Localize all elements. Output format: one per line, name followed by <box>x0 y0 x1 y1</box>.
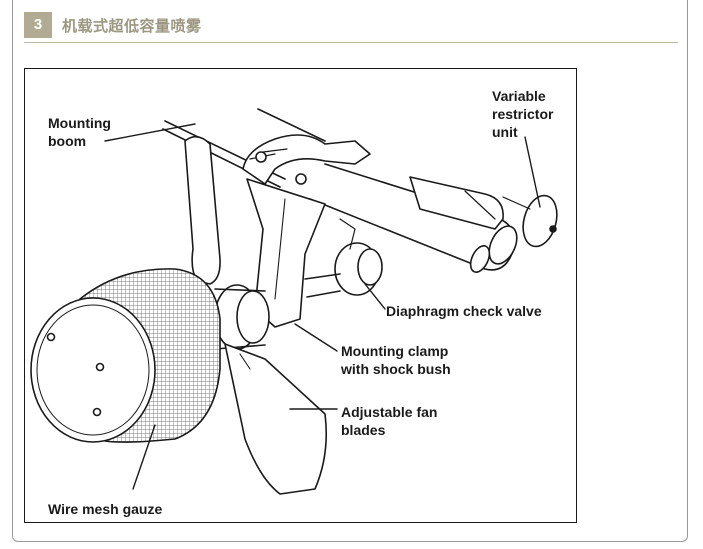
restrictor-cap <box>522 194 558 248</box>
leader-restrictor <box>524 136 541 208</box>
leader-boom <box>104 123 196 142</box>
restrictor-body <box>409 176 504 230</box>
section-number-badge: 3 <box>24 12 52 38</box>
fan-blade-lower <box>224 343 328 495</box>
sprayer-diagram: Mounting boom Variable restrictor unit D… <box>24 68 577 523</box>
label-variable-restrictor: Variable restrictor unit <box>492 88 554 140</box>
fan-blade-upper <box>184 135 221 285</box>
leader-clamp <box>294 323 338 352</box>
label-mounting-boom: Mounting boom <box>48 115 111 149</box>
label-fan-blades: Adjustable fan blades <box>341 404 438 438</box>
label-wire-mesh: Wire mesh gauze <box>48 501 163 517</box>
leader-valve <box>364 283 386 310</box>
boom-clamp <box>242 134 371 185</box>
section-header: 3 机载式超低容量喷雾 <box>24 10 678 43</box>
boom-rod-upper <box>257 108 326 142</box>
label-mounting-clamp: Mounting clamp with shock bush <box>341 343 451 377</box>
section-title: 机载式超低容量喷雾 <box>62 18 202 35</box>
leader-gauze <box>132 424 156 490</box>
tube-end <box>488 225 518 265</box>
sprayer-illustration <box>30 108 558 495</box>
label-check-valve: Diaphragm check valve <box>386 303 542 319</box>
drum-face <box>30 297 156 443</box>
